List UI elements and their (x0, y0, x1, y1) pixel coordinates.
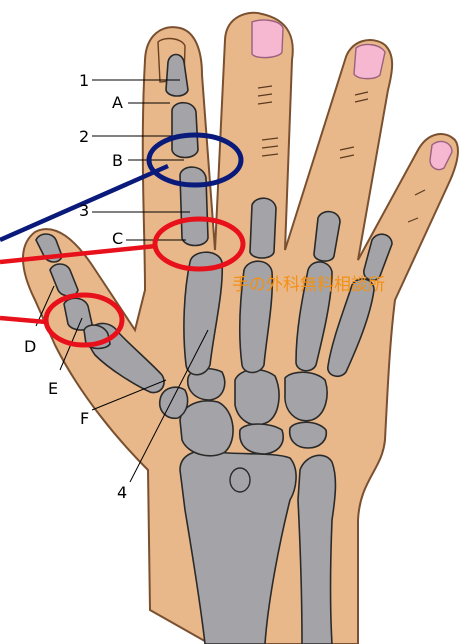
label-f: F (80, 409, 89, 428)
middle-proximal-phalanx (250, 198, 276, 258)
index-proximal-phalanx (180, 167, 208, 245)
middle-finger-bones (250, 198, 276, 258)
label-b: B (112, 151, 123, 170)
label-c: C (112, 229, 123, 248)
carpal-capitate (235, 370, 279, 425)
label-2: 2 (79, 127, 89, 146)
carpal-trapezium (160, 387, 188, 418)
label-e: E (48, 379, 58, 398)
nail-ring (354, 45, 385, 79)
label-3: 3 (79, 201, 89, 220)
carpal-triquetrum (290, 422, 327, 448)
label-a: A (112, 93, 123, 112)
nail-middle (252, 20, 283, 58)
label-1: 1 (79, 71, 89, 90)
carpal-hamate (285, 372, 327, 420)
label-4: 4 (117, 483, 127, 502)
carpal-lunate (240, 424, 283, 454)
label-d: D (24, 337, 36, 356)
watermark-text: 手の外科無料相談所 (232, 275, 385, 295)
carpal-scaphoid (180, 401, 233, 456)
forearm-bones (180, 451, 335, 644)
index-middle-phalanx (172, 103, 198, 158)
ulna-bone (298, 455, 335, 644)
